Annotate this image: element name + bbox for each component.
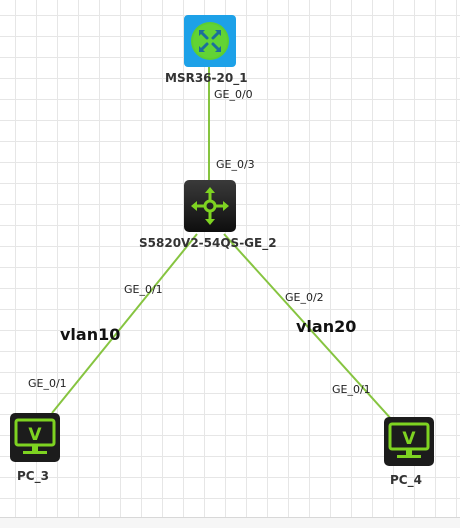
pc-monitor-icon: V bbox=[10, 413, 60, 462]
l3-switch-icon bbox=[184, 180, 236, 232]
pc3-port-label: GE_0/1 bbox=[28, 377, 67, 390]
pc3-label: PC_3 bbox=[17, 469, 49, 483]
link-switch-pc4[interactable] bbox=[223, 233, 394, 422]
canvas-bottom-edge bbox=[0, 517, 460, 528]
router-label: MSR36-20_1 bbox=[165, 71, 248, 85]
router-icon bbox=[184, 15, 236, 67]
pc4-label: PC_4 bbox=[390, 473, 422, 487]
link-switch-pc3[interactable] bbox=[51, 233, 198, 414]
router-port-label: GE_0/0 bbox=[214, 88, 253, 101]
svg-text:V: V bbox=[28, 425, 42, 445]
switch-node[interactable] bbox=[184, 180, 236, 232]
switch-port-to-pc3-label: GE_0/1 bbox=[124, 283, 163, 296]
switch-label: S5820V2-54QS-GE_2 bbox=[139, 236, 277, 250]
vlan10-label: vlan10 bbox=[60, 325, 121, 344]
pc3-node[interactable]: V bbox=[10, 413, 60, 462]
vlan20-label: vlan20 bbox=[296, 317, 357, 336]
pc4-node[interactable]: V bbox=[384, 417, 434, 466]
svg-text:V: V bbox=[402, 429, 416, 449]
switch-uplink-port-label: GE_0/3 bbox=[216, 158, 255, 171]
pc4-port-label: GE_0/1 bbox=[332, 383, 371, 396]
pc-monitor-icon: V bbox=[384, 417, 434, 466]
switch-port-to-pc4-label: GE_0/2 bbox=[285, 291, 324, 304]
router-node[interactable] bbox=[184, 15, 236, 67]
